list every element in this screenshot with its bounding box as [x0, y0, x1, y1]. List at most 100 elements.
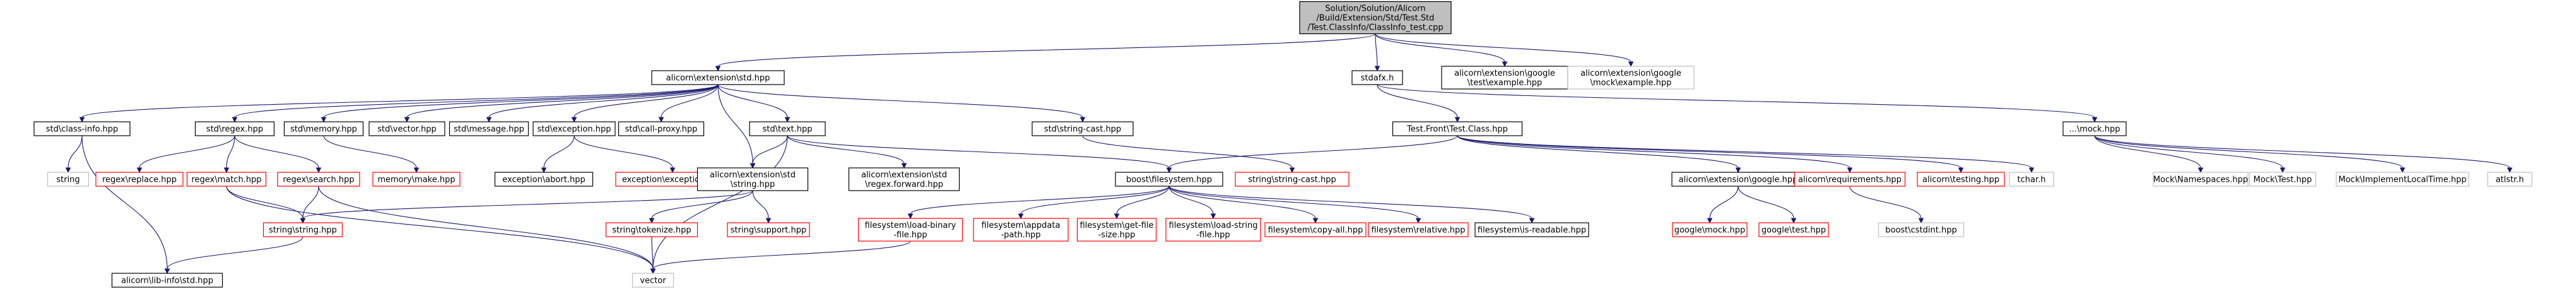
arrowhead — [901, 163, 907, 169]
arrowhead — [486, 117, 492, 123]
node-gmock[interactable]: google\mock.hpp — [1672, 222, 1748, 237]
node-box — [749, 121, 826, 136]
node-testing[interactable]: alicorn\testing.hpp — [1917, 172, 2005, 187]
node-mtest[interactable]: Mock\Test.hpp — [2249, 172, 2317, 187]
node-box — [1032, 121, 1134, 136]
node-label: Test.Front\Test.Class.hpp — [1406, 125, 1508, 134]
node-regexfwd[interactable]: alicorn\extension\std\regex.forward.hpp — [848, 167, 960, 191]
node-label: string\tokenize.hpp — [612, 226, 691, 235]
node-fsloadbin[interactable]: filesystem\load-binary-file.hpp — [857, 218, 963, 242]
node-vector_h[interactable]: std\vector.hpp — [368, 121, 445, 136]
node-box — [1115, 172, 1223, 187]
edge-line — [787, 135, 1170, 169]
arrowhead — [65, 167, 71, 174]
edge-line — [1082, 135, 1293, 169]
edge-line — [488, 84, 719, 118]
node-excabort[interactable]: exception\abort.hpp — [494, 172, 594, 187]
node-search[interactable]: regex\search.hpp — [277, 172, 360, 187]
node-label: std\regex.hpp — [206, 125, 263, 134]
node-fsloadstr[interactable]: filesystem\load-string-file.hpp — [1165, 218, 1261, 242]
node-match[interactable]: regex\match.hpp — [186, 172, 267, 187]
node-memory[interactable]: std\memory.hpp — [283, 121, 364, 136]
node-testfront[interactable]: Test.Front\Test.Class.hpp — [1392, 121, 1523, 136]
node-box — [727, 222, 810, 237]
node-box — [186, 172, 267, 187]
edge-boostfs-to-fsappdata — [1018, 186, 1170, 220]
node-ext_std[interactable]: alicorn\extension\std.hpp — [651, 70, 785, 85]
arrowhead — [1210, 213, 1216, 220]
node-atlstr[interactable]: atlstr.h — [2487, 172, 2532, 187]
node-label: \test\example.hpp — [1467, 78, 1543, 88]
edge-line — [910, 186, 1170, 215]
node-box — [1076, 218, 1157, 242]
edge-text-to-vector_std — [650, 135, 788, 275]
node-boostfs[interactable]: boost\filesystem.hpp — [1115, 172, 1223, 187]
node-label: alicorn\extension\std — [710, 170, 796, 180]
node-box — [2249, 172, 2317, 187]
node-message[interactable]: std\message.hpp — [449, 121, 529, 136]
arrowhead — [79, 117, 85, 123]
arrowhead — [413, 167, 420, 174]
node-replace[interactable]: regex\replace.hpp — [95, 172, 184, 187]
arrowhead — [650, 268, 656, 275]
node-memmake[interactable]: memory\make.hpp — [372, 172, 461, 187]
node-extstring[interactable]: alicorn\extension\std\string.hpp — [697, 167, 809, 191]
edge-line — [226, 186, 303, 219]
node-strcast[interactable]: std\string-cast.hpp — [1032, 121, 1134, 136]
node-requirements[interactable]: alicorn\requirements.hpp — [1794, 172, 1906, 187]
node-fsgetsize[interactable]: filesystem\get-file-size.hpp — [1076, 218, 1157, 242]
node-label: -size.hpp — [1098, 230, 1136, 240]
node-class_info[interactable]: std\class-info.hpp — [33, 121, 131, 136]
node-mimpl[interactable]: Mock\ImplementLocalTime.hpp — [2336, 172, 2469, 187]
node-label: ...\mock.hpp — [2069, 125, 2120, 134]
node-label: std\text.hpp — [762, 125, 812, 134]
node-mock[interactable]: ...\mock.hpp — [2062, 121, 2127, 136]
node-label: string\string-cast.hpp — [1248, 175, 1336, 185]
node-text[interactable]: std\text.hpp — [749, 121, 826, 136]
node-box — [2336, 172, 2469, 187]
node-fsisread[interactable]: filesystem\is-readable.hpp — [1474, 222, 1589, 237]
node-box — [111, 273, 223, 288]
arrowhead — [907, 213, 914, 220]
node-fsrel[interactable]: filesystem\relative.hpp — [1368, 222, 1469, 237]
edge-line — [717, 84, 1083, 118]
node-box — [283, 121, 364, 136]
edge-line — [1709, 186, 1739, 219]
node-googlehpp[interactable]: alicorn\extension\google.hpp — [1671, 172, 1805, 187]
node-callproxy[interactable]: std\call-proxy.hpp — [618, 121, 705, 136]
node-strcastimpl[interactable]: string\string-cast.hpp — [1235, 172, 1350, 187]
node-string_std[interactable]: string — [47, 172, 90, 187]
node-stdafx[interactable]: stdafx.h — [1351, 70, 1403, 85]
edge-root-to-gmock_ex — [1375, 33, 1634, 68]
edge-line — [68, 135, 83, 169]
node-fsappdata[interactable]: filesystem\appdata-path.hpp — [973, 218, 1069, 242]
edge-line — [81, 84, 719, 118]
arrowhead — [1166, 167, 1172, 174]
node-label: filesystem\load-string — [1169, 221, 1258, 230]
node-tchar[interactable]: tchar.h — [2009, 172, 2054, 187]
edge-line — [752, 135, 788, 164]
arrowhead — [1628, 61, 1634, 68]
node-support[interactable]: string\support.hpp — [727, 222, 810, 237]
node-cstdint[interactable]: boost\cstdint.hpp — [1878, 222, 1965, 237]
node-label: atlstr.h — [2495, 175, 2524, 185]
edge-ext_std-to-memory — [321, 84, 719, 123]
node-root[interactable]: Solution/Solution/Alicorn/Build/Extensio… — [1299, 1, 1452, 35]
node-vector_std[interactable]: vector — [632, 273, 674, 288]
node-fscopy[interactable]: filesystem\copy-all.hpp — [1264, 222, 1367, 237]
node-regex[interactable]: std\regex.hpp — [194, 121, 275, 136]
node-libinfo[interactable]: alicorn\lib-info\std.hpp — [111, 273, 223, 288]
edges-layer — [65, 33, 2513, 275]
node-exception[interactable]: std\exception.hpp — [532, 121, 616, 136]
node-gtest[interactable]: google\test.hpp — [1758, 222, 1829, 237]
node-label: stdafx.h — [1361, 74, 1394, 83]
node-gmock_ex[interactable]: alicorn\extension\google\mock\example.hp… — [1567, 66, 1695, 90]
edge-ext_std-to-vector_h — [404, 84, 719, 123]
node-tokenize[interactable]: string\tokenize.hpp — [605, 222, 698, 237]
node-strstring[interactable]: string\string.hpp — [262, 222, 343, 237]
node-mnamespaces[interactable]: Mock\Namespaces.hpp — [2153, 172, 2249, 187]
node-box — [1368, 222, 1469, 237]
edge-exception-to-excexc — [573, 135, 676, 174]
node-gtest_ex[interactable]: alicorn\extension\google\test\example.hp… — [1441, 66, 1568, 90]
edge-line — [1738, 186, 1794, 219]
